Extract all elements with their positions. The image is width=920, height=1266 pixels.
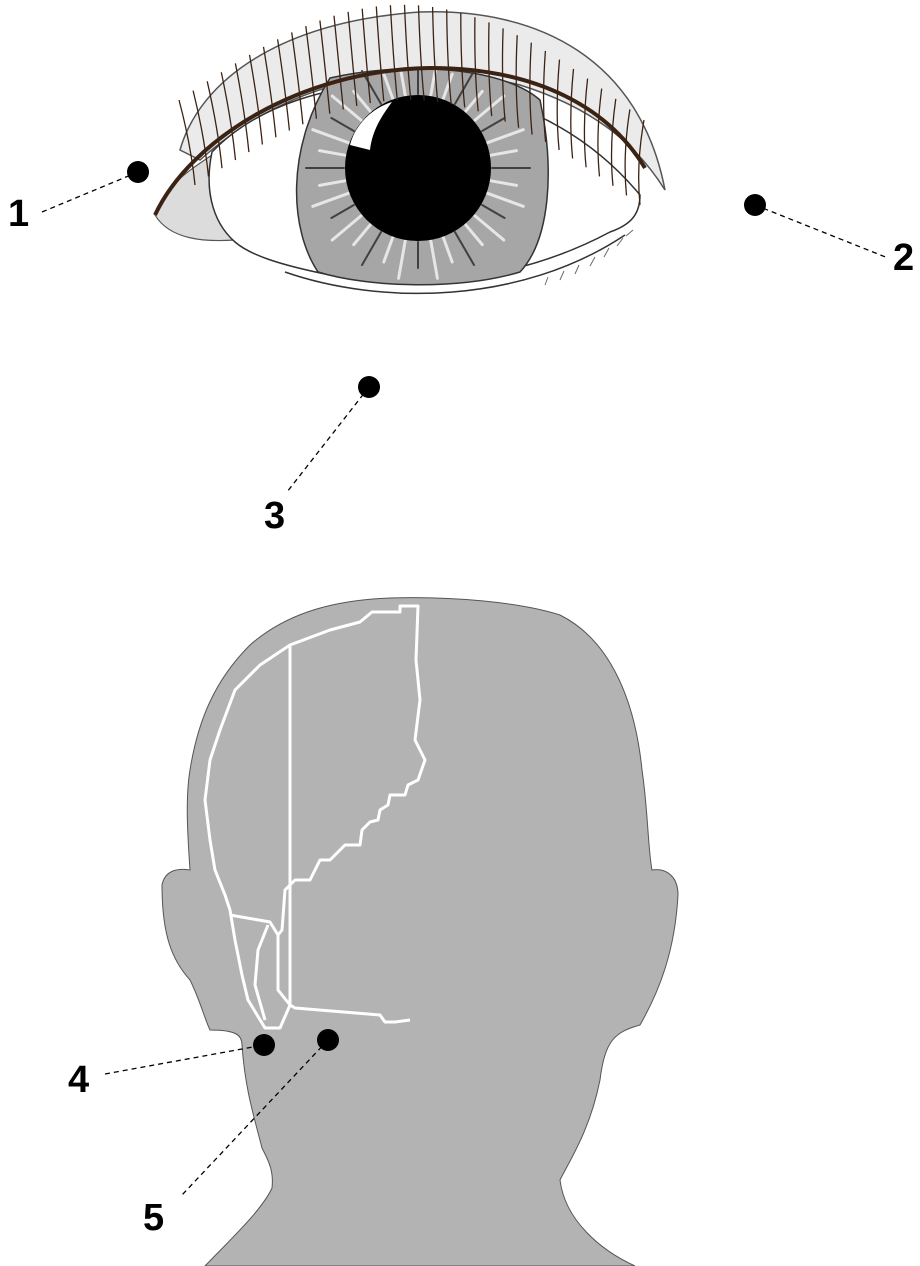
leader-line-3 [287,387,369,492]
callout-3: 3 [264,376,380,537]
leader-line-4 [105,1045,264,1074]
marker-dot-3 [358,376,380,398]
head-silhouette [162,598,678,1266]
leader-line-2 [755,205,888,258]
callout-label-4: 4 [68,1059,89,1101]
callout-label-1: 1 [8,193,29,235]
marker-dot-1 [127,161,149,183]
callout-label-3: 3 [264,495,285,537]
callout-label-2: 2 [893,237,914,279]
marker-dot-5 [317,1029,339,1051]
callout-1: 1 [8,161,149,235]
callout-label-5: 5 [143,1197,164,1239]
marker-dot-2 [744,194,766,216]
callout-2: 2 [744,194,914,279]
marker-dot-4 [253,1034,275,1056]
leader-line-1 [42,172,138,212]
eye-illustration [155,5,665,294]
